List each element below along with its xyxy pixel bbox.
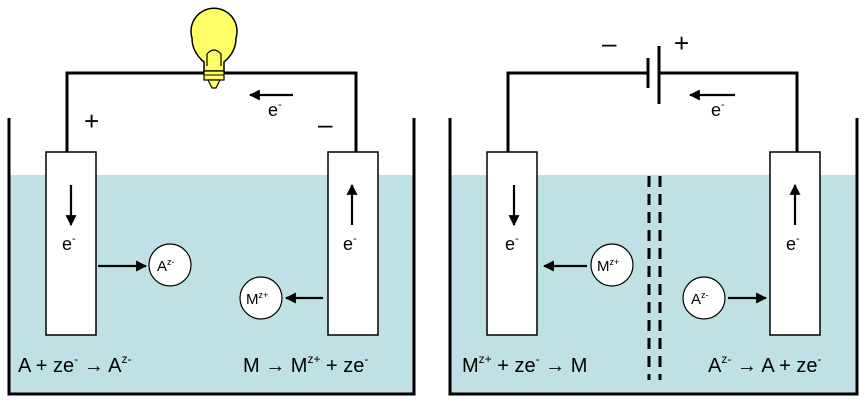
left-wire-electron-label: e- <box>268 99 282 120</box>
right-minus-sign: – <box>602 28 617 58</box>
right-anion-label: Az- <box>691 290 709 308</box>
right-beaker <box>448 118 859 396</box>
left-anode-equation: M → Mz+ + ze- <box>243 352 368 377</box>
left-anion-circle <box>148 243 192 287</box>
left-cation-circle <box>239 276 283 320</box>
right-anion-circle <box>682 276 726 320</box>
right-cathode-electron-label: e- <box>505 233 519 254</box>
right-plus-sign: + <box>674 28 689 58</box>
battery-icon <box>646 46 661 104</box>
right-cation-label: Mz+ <box>597 257 619 275</box>
right-anode-electron-label: e- <box>786 233 800 254</box>
left-cathode-equation: A + ze- → Az- <box>18 352 132 377</box>
electrolytic-cell: – + e- e- e- Mz+ Az- Mz+ + ze- → M Az- →… <box>448 28 859 396</box>
right-circuit-wire-left <box>506 71 648 152</box>
right-wire-electron-label: e- <box>711 99 725 120</box>
left-plus-sign: + <box>84 106 99 136</box>
right-cathode <box>486 151 538 336</box>
right-anode <box>769 151 821 336</box>
left-cathode-electron-label: e- <box>62 233 76 254</box>
galvanic-cell: + – e- e- e- Az- Mz+ A + ze- → Az- M → M… <box>7 7 416 396</box>
left-beaker <box>7 118 416 396</box>
left-anion-label: Az- <box>157 257 175 275</box>
left-cathode <box>45 151 97 336</box>
right-anode-equation: Az- → A + ze- <box>708 352 822 377</box>
light-bulb-icon <box>190 7 238 89</box>
left-anode-electron-label: e- <box>343 233 357 254</box>
left-anode <box>327 151 379 336</box>
right-cation-circle <box>590 243 634 287</box>
right-cathode-equation: Mz+ + ze- → M <box>462 352 587 377</box>
right-circuit-wire-right <box>659 71 799 152</box>
left-cation-label: Mz+ <box>246 290 268 308</box>
left-minus-sign: – <box>318 109 333 139</box>
